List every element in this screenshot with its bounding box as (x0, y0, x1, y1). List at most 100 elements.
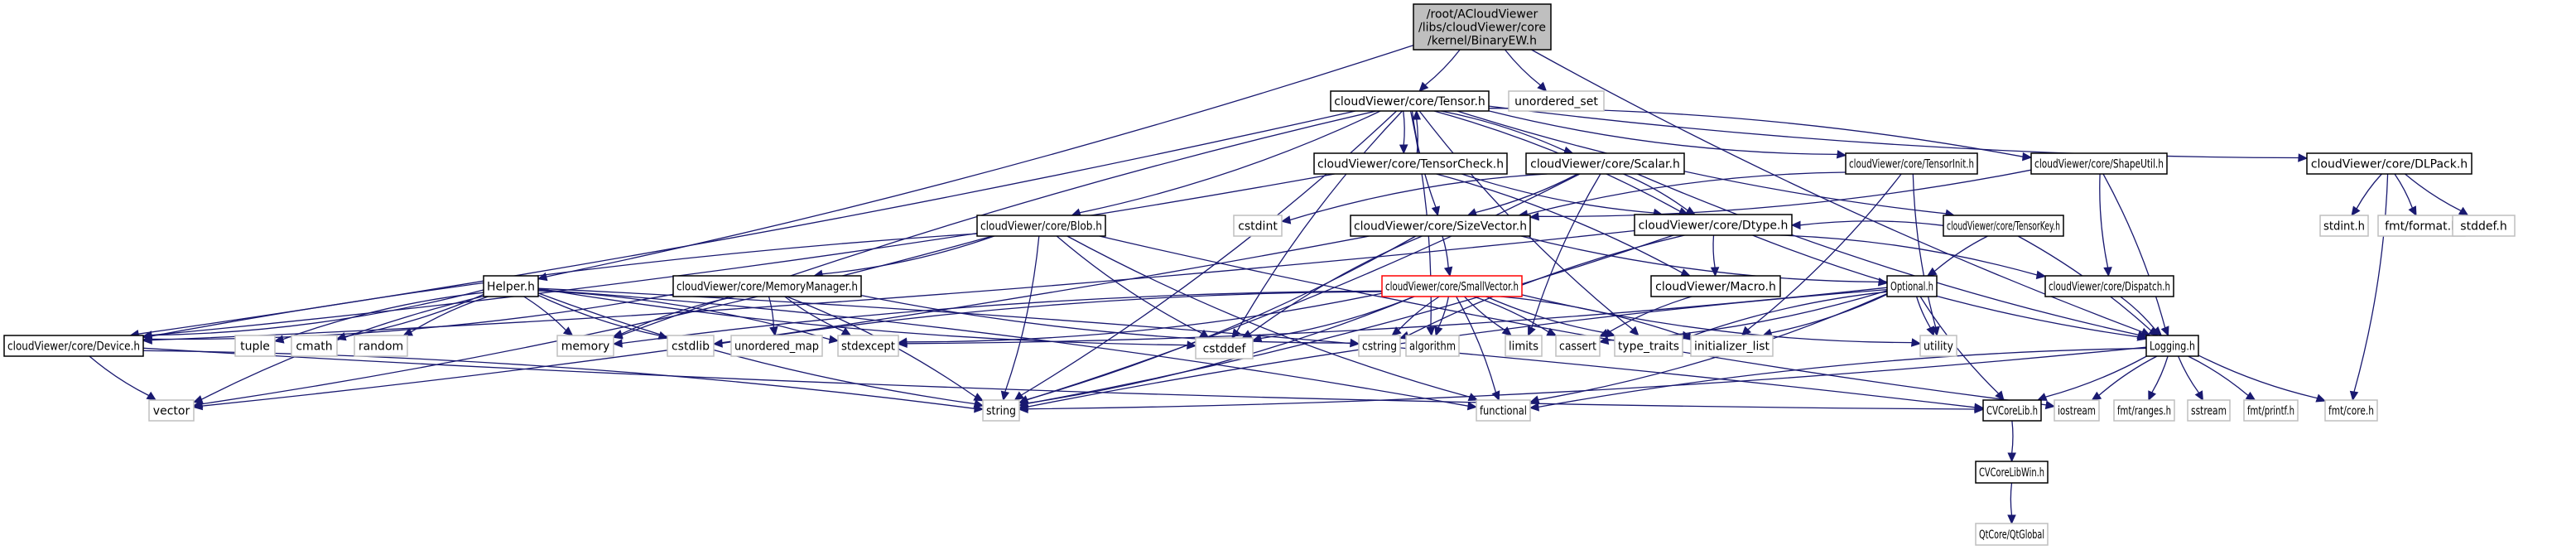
node-memorymanager[interactable]: cloudViewer/core/MemoryManager.h (672, 275, 862, 297)
arrowhead-icon (142, 335, 152, 344)
edge-line (784, 296, 844, 332)
node-smallvector[interactable]: cloudViewer/core/SmallVector.h (1381, 275, 1523, 297)
arrowhead-icon (1710, 267, 1720, 277)
edge-line (2188, 355, 2249, 396)
edge-line (1623, 173, 1688, 211)
edge-line (1236, 110, 1403, 332)
node-box (2054, 399, 2100, 422)
node-cstring: cstring (1358, 335, 1401, 357)
edge-line (1416, 118, 1418, 154)
node-box (3, 335, 144, 357)
node-device[interactable]: cloudViewer/core/Device.h (3, 335, 144, 357)
edge-logging-to-fmt_ranges (2148, 355, 2169, 402)
node-initializer-list: initializer_list (1690, 335, 1774, 357)
edge-optional-to-utility (1915, 296, 1935, 337)
edge-dispatch-to-logging (2120, 296, 2163, 336)
node-box (1330, 90, 1490, 112)
edge-line (2120, 296, 2156, 330)
arrowhead-icon (712, 339, 723, 348)
arrowhead-icon (2036, 393, 2048, 401)
edge-helper-to-memory (523, 296, 574, 336)
node-box (1634, 214, 1793, 236)
edge-line (1538, 169, 2032, 217)
edge-line (1712, 234, 1716, 268)
node-label: cloudViewer/core/Tensor.h (1334, 95, 1485, 109)
arrowhead-icon (2351, 205, 2361, 216)
edge-logging-to-iostream (2091, 355, 2158, 401)
edge-line (523, 296, 567, 331)
edge-line (151, 289, 484, 336)
node-optional[interactable]: Optional.h (1886, 275, 1938, 297)
node-box (1886, 275, 1938, 297)
node-tensorinit[interactable]: cloudViewer/core/TensorInit.h (1845, 152, 1978, 175)
edge-line (201, 295, 484, 400)
node-macro[interactable]: cloudViewer/Macro.h (1650, 275, 1781, 297)
node-label: cloudViewer/core/TensorInit.h (1849, 158, 1974, 171)
edge-line (1464, 296, 1505, 331)
node-helper[interactable]: Helper.h (483, 275, 539, 297)
node-box (2145, 335, 2199, 357)
node-fmt-core: fmt/core.h (2324, 399, 2378, 422)
node-label: stdint.h (2323, 220, 2365, 234)
edge-line (1437, 296, 1450, 328)
arrowhead-icon (1926, 326, 1935, 337)
edge-blob-to-iostream (1099, 235, 2056, 410)
node-box (2243, 399, 2299, 422)
node-label: stdexcept (841, 340, 895, 354)
node-label: cloudViewer/core/SizeVector.h (1354, 220, 1527, 234)
node-sizevector[interactable]: cloudViewer/core/SizeVector.h (1350, 215, 1531, 237)
edge-shapeutil-to-sizevector (1529, 169, 2032, 221)
edge-line (1752, 234, 2139, 338)
node-box (730, 335, 823, 357)
node-label: fmt/ranges.h (2117, 405, 2171, 418)
edge-tensor-to-device (129, 110, 1356, 339)
node-label: CVCoreLib.h (1986, 405, 2038, 418)
arrowhead-icon (2458, 206, 2469, 216)
node-cvcorelibwin[interactable]: CVCoreLibWin.h (1975, 461, 2049, 484)
node-tensorkey[interactable]: cloudViewer/core/TensorKey.h (1943, 215, 2064, 237)
node-tensor[interactable]: cloudViewer/core/Tensor.h (1330, 90, 1490, 112)
edge-line (1915, 296, 1931, 329)
node-box (1555, 335, 1601, 357)
arrowhead-icon (1391, 326, 1402, 336)
node-label: type_traits (1618, 340, 1679, 354)
node-tensorcheck[interactable]: cloudViewer/core/TensorCheck.h (1313, 152, 1508, 175)
node-cstddef: cstddef (1195, 337, 1254, 359)
node-label: cstdint (1238, 220, 1278, 234)
node-shapeutil[interactable]: cloudViewer/core/ShapeUtil.h (2030, 152, 2168, 175)
node-scalar[interactable]: cloudViewer/core/Scalar.h (1525, 152, 1685, 175)
node-label: cstdlib (672, 340, 710, 354)
edge-line (2353, 173, 2389, 393)
edge-line (2045, 355, 2147, 398)
node-dispatch[interactable]: cloudViewer/core/Dispatch.h (2044, 275, 2174, 297)
arrowhead-icon (1546, 327, 1558, 336)
arrowhead-icon (1598, 328, 1610, 337)
edge-line (860, 294, 1351, 344)
arrowhead-icon (2152, 326, 2163, 336)
edge-scalar-to-limits (1528, 173, 1601, 337)
node-algorithm: algorithm (1405, 335, 1460, 357)
node-box (1358, 335, 1401, 357)
edge-line (2405, 173, 2462, 212)
arrowhead-icon (2044, 400, 2056, 410)
node-dlpack[interactable]: cloudViewer/core/DLPack.h (2306, 152, 2472, 175)
node-root[interactable]: /root/ACloudViewer/libs/cloudViewer/core… (1413, 3, 1552, 51)
edge-line (1456, 296, 1497, 393)
arrowhead-icon (2140, 327, 2151, 336)
node-dtype[interactable]: cloudViewer/core/Dtype.h (1634, 214, 1793, 236)
arrowhead-icon (1680, 268, 1692, 277)
node-logging[interactable]: Logging.h (2145, 335, 2199, 357)
node-label: stddef.h (2460, 220, 2506, 234)
node-blob[interactable]: cloudViewer/core/Blob.h (976, 215, 1106, 237)
node-label: vector (153, 405, 190, 418)
edge-line (906, 292, 1383, 343)
edge-line (142, 350, 975, 409)
node-cvcorelib[interactable]: CVCoreLib.h (1982, 399, 2042, 422)
edge-tensorinit-to-initializer_list (1741, 173, 1902, 336)
arrowhead-icon (1529, 403, 1539, 412)
node-box (2452, 215, 2516, 237)
node-label: functional (1480, 405, 1527, 418)
edge-line (1056, 235, 1202, 334)
arrowhead-icon (335, 332, 347, 341)
